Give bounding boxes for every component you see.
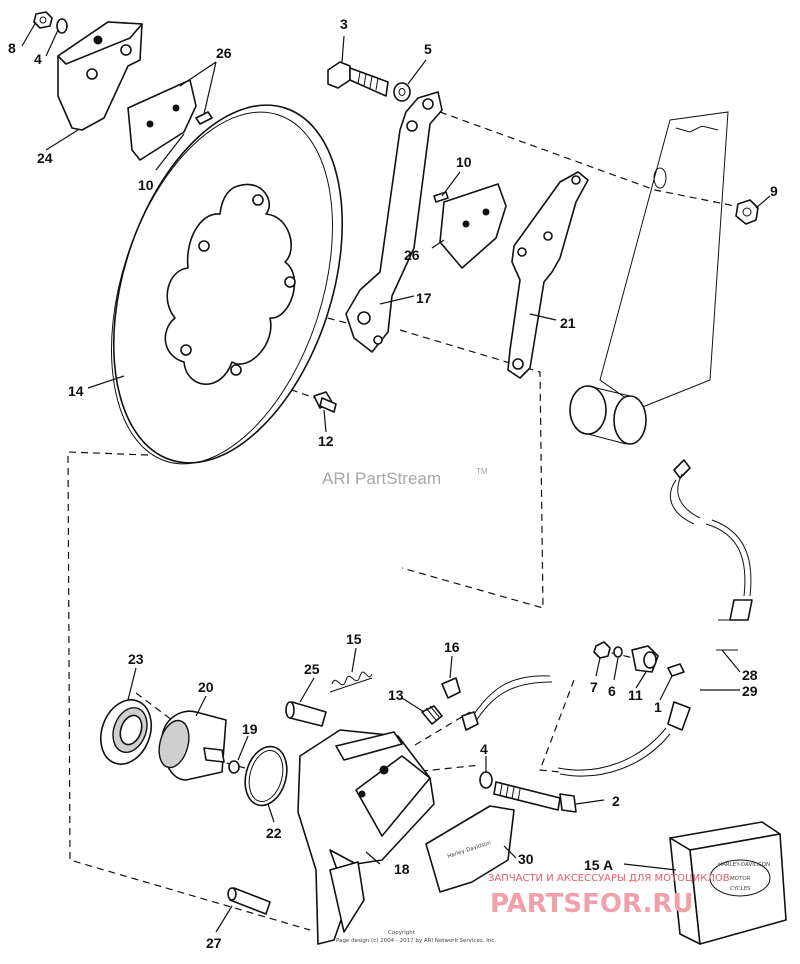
label-20: 20 xyxy=(198,679,214,695)
copyright-footer: Copyright Page design (c) 2004 - 2017 by… xyxy=(336,930,496,944)
label-14: 14 xyxy=(68,383,84,399)
pin-27 xyxy=(227,887,271,915)
seal-23 xyxy=(99,699,153,765)
nut-9 xyxy=(735,199,759,225)
label-28: 28 xyxy=(742,667,758,683)
box-print-line1: HARLEY-DAVIDSON xyxy=(718,862,770,868)
label-9: 9 xyxy=(770,183,778,199)
label-22: 22 xyxy=(266,825,282,841)
bracket-21 xyxy=(507,171,589,379)
pad-holder-24 xyxy=(57,21,143,131)
brake-pad-30: Harley-Davidson xyxy=(425,805,515,893)
label-25: 25 xyxy=(304,661,320,677)
label-26-right: 26 xyxy=(404,247,420,263)
watermark-text: ARI PartStream xyxy=(322,469,441,488)
washer-4-upper xyxy=(56,18,68,34)
label-16: 16 xyxy=(444,639,460,655)
label-8: 8 xyxy=(8,40,16,56)
seller-logo: PARTSFOR.RU xyxy=(490,889,693,919)
cap-16 xyxy=(441,677,461,699)
label-30: 30 xyxy=(518,851,534,867)
bleeder-13 xyxy=(421,705,443,725)
label-15: 15 xyxy=(346,631,362,647)
watermark-tm: TM xyxy=(476,467,488,476)
brake-pad-26-left xyxy=(127,79,197,161)
spring-15 xyxy=(329,671,373,693)
part-labels: 8 4 26 24 10 3 5 10 26 9 17 21 14 12 15 … xyxy=(8,16,778,951)
label-12: 12 xyxy=(318,433,334,449)
leader-lines xyxy=(21,21,771,933)
screw-12 xyxy=(313,391,337,413)
label-19: 19 xyxy=(242,721,258,737)
label-23: 23 xyxy=(128,651,144,667)
copyright-line1: Copyright xyxy=(388,930,416,936)
label-26-left: 26 xyxy=(216,45,232,61)
label-21: 21 xyxy=(560,315,576,331)
brake-line-upper xyxy=(669,459,753,651)
ari-watermark: ARI PartStream TM xyxy=(322,467,488,488)
assembly-dashed-lines xyxy=(67,111,746,931)
label-13: 13 xyxy=(388,687,404,703)
label-10-left: 10 xyxy=(138,177,154,193)
label-5: 5 xyxy=(424,41,432,57)
nut-7 xyxy=(593,641,611,659)
ring-19 xyxy=(228,760,240,774)
kit-box-15a: HARLEY-DAVIDSON MOTOR CYCLES xyxy=(669,821,787,945)
label-4-upper: 4 xyxy=(34,51,42,67)
label-29: 29 xyxy=(742,683,758,699)
bolt-2 xyxy=(493,781,577,813)
box-print-line2: MOTOR xyxy=(730,876,751,882)
clamp-11 xyxy=(631,645,659,673)
brake-pad-26-right xyxy=(439,183,507,269)
label-7: 7 xyxy=(590,679,598,695)
pin-25 xyxy=(285,701,327,727)
label-27: 27 xyxy=(206,935,222,951)
bolt-3 xyxy=(327,61,389,97)
piston-20 xyxy=(158,710,227,781)
seller-branding: ЗАПЧАСТИ И АКСЕССУАРЫ ДЛЯ МОТОЦИКЛОВ PAR… xyxy=(488,873,730,919)
washer-4-lower xyxy=(479,771,493,789)
copyright-line2: Page design (c) 2004 - 2017 by ARI Netwo… xyxy=(336,938,496,944)
brake-disc-14 xyxy=(111,104,344,465)
nut-8 xyxy=(33,11,53,29)
fork-slider xyxy=(569,111,729,445)
label-15a: 15 A xyxy=(584,857,613,873)
seller-tagline: ЗАПЧАСТИ И АКСЕССУАРЫ ДЛЯ МОТОЦИКЛОВ xyxy=(488,873,730,884)
label-17: 17 xyxy=(416,290,432,306)
label-11: 11 xyxy=(628,687,643,703)
label-2: 2 xyxy=(612,793,620,809)
label-24: 24 xyxy=(37,150,53,166)
label-4-lower: 4 xyxy=(480,741,488,757)
washer-6 xyxy=(613,646,623,658)
caliper-18 xyxy=(297,729,435,945)
brake-line-lower xyxy=(461,675,691,777)
label-3: 3 xyxy=(340,16,348,32)
washer-5 xyxy=(393,82,411,102)
screw-1 xyxy=(667,663,685,677)
label-18: 18 xyxy=(394,861,410,877)
label-10-middle: 10 xyxy=(456,154,472,170)
label-6: 6 xyxy=(608,683,616,699)
o-ring-22 xyxy=(244,745,288,807)
box-print-line3: CYCLES xyxy=(730,886,751,892)
label-1: 1 xyxy=(654,699,662,715)
rivet-10-right xyxy=(433,191,449,203)
torque-link-17 xyxy=(345,91,443,353)
